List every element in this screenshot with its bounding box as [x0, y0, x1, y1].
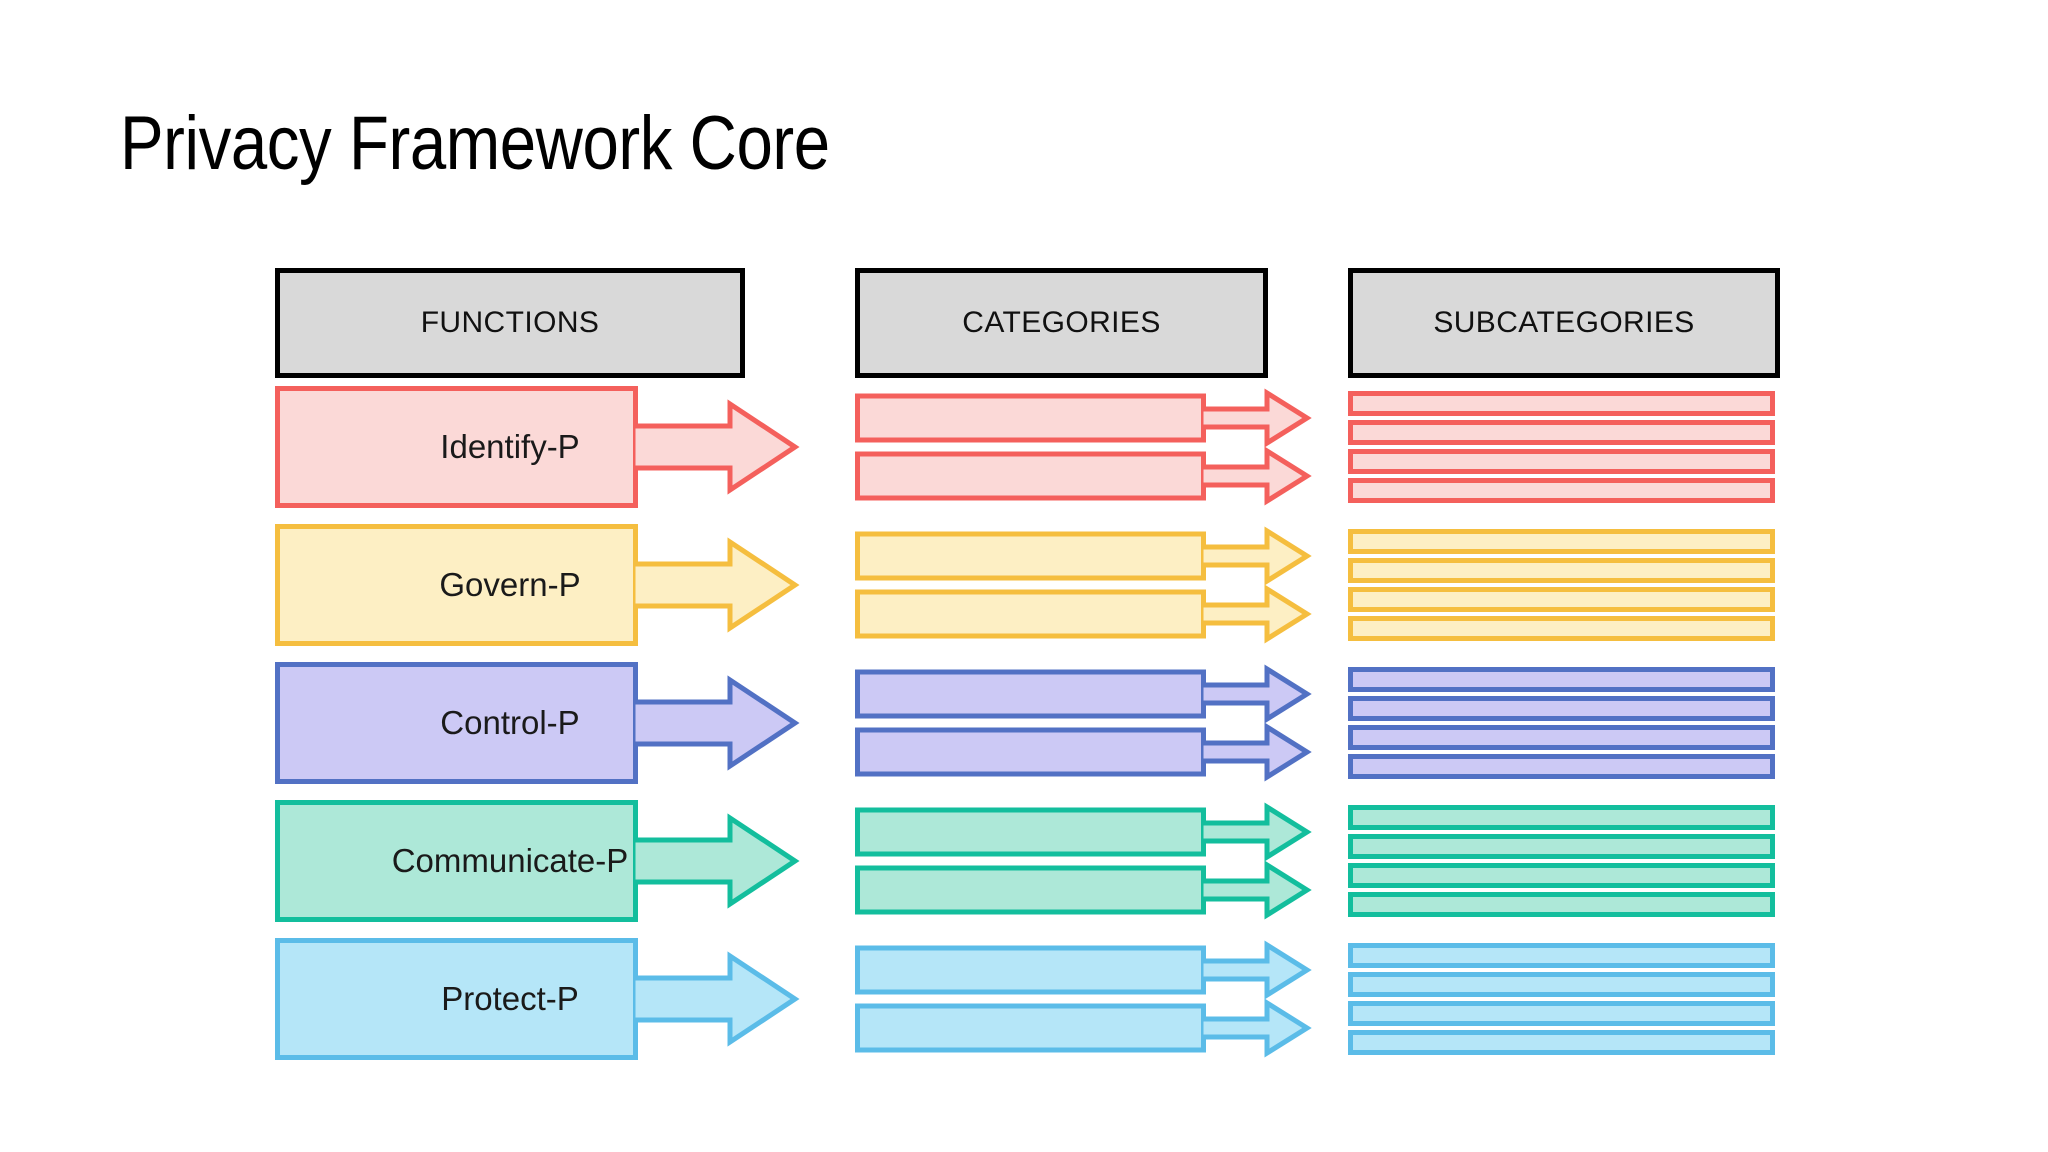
function-box-identify-p[interactable] — [275, 386, 638, 508]
function-arrow-govern-p — [635, 537, 800, 633]
category-group-identify-p — [855, 388, 1312, 506]
function-block-control-p — [275, 662, 800, 784]
function-row-protect-p: Protect-P — [0, 938, 2048, 1060]
subcategory-group-protect-p — [1348, 943, 1775, 1055]
function-row-communicate-p: Communicate-P — [0, 800, 2048, 922]
subcategory-bar[interactable] — [1348, 754, 1775, 779]
function-box-communicate-p[interactable] — [275, 800, 638, 922]
function-row-govern-p: Govern-P — [0, 524, 2048, 646]
subcategory-bar[interactable] — [1348, 892, 1775, 917]
category-group-control-p — [855, 664, 1312, 782]
subcategory-bar[interactable] — [1348, 943, 1775, 968]
subcategory-bar[interactable] — [1348, 834, 1775, 859]
subcategory-bar[interactable] — [1348, 1030, 1775, 1055]
subcategory-bar[interactable] — [1348, 616, 1775, 641]
category-bar[interactable] — [855, 393, 1206, 443]
subcategory-bar[interactable] — [1348, 558, 1775, 583]
column-header-categories-label: CATEGORIES — [962, 306, 1161, 339]
function-block-govern-p — [275, 524, 800, 646]
subcategory-bar[interactable] — [1348, 972, 1775, 997]
page-title: Privacy Framework Core — [120, 101, 830, 186]
subcategory-bar[interactable] — [1348, 478, 1775, 503]
category-arrow — [1203, 722, 1312, 782]
subcategory-group-control-p — [1348, 667, 1775, 779]
column-header-subcategories: SUBCATEGORIES — [1348, 268, 1780, 378]
category-bar[interactable] — [855, 945, 1206, 995]
function-arrow-control-p — [635, 675, 800, 771]
category-arrow — [1203, 446, 1312, 506]
category-arrow — [1203, 584, 1312, 644]
category-arrow — [1203, 526, 1312, 586]
function-arrow-protect-p — [635, 951, 800, 1047]
category-group-govern-p — [855, 526, 1312, 644]
subcategory-bar[interactable] — [1348, 863, 1775, 888]
subcategory-bar[interactable] — [1348, 449, 1775, 474]
column-header-functions: FUNCTIONS — [275, 268, 745, 378]
subcategory-bar[interactable] — [1348, 529, 1775, 554]
function-row-control-p: Control-P — [0, 662, 2048, 784]
subcategory-group-govern-p — [1348, 529, 1775, 641]
column-header-categories: CATEGORIES — [855, 268, 1268, 378]
category-group-protect-p — [855, 940, 1312, 1058]
function-box-govern-p[interactable] — [275, 524, 638, 646]
category-group-communicate-p — [855, 802, 1312, 920]
subcategory-bar[interactable] — [1348, 805, 1775, 830]
subcategory-bar[interactable] — [1348, 587, 1775, 612]
category-arrow — [1203, 388, 1312, 448]
category-bar[interactable] — [855, 589, 1206, 639]
function-box-control-p[interactable] — [275, 662, 638, 784]
category-bar[interactable] — [855, 669, 1206, 719]
subcategory-bar[interactable] — [1348, 667, 1775, 692]
category-bar[interactable] — [855, 807, 1206, 857]
subcategory-bar[interactable] — [1348, 1001, 1775, 1026]
category-bar[interactable] — [855, 451, 1206, 501]
category-arrow — [1203, 664, 1312, 724]
column-header-subcategories-label: SUBCATEGORIES — [1433, 306, 1695, 339]
category-bar[interactable] — [855, 865, 1206, 915]
function-box-protect-p[interactable] — [275, 938, 638, 1060]
function-arrow-identify-p — [635, 399, 800, 495]
subcategory-bar[interactable] — [1348, 725, 1775, 750]
subcategory-bar[interactable] — [1348, 420, 1775, 445]
subcategory-bar[interactable] — [1348, 391, 1775, 416]
category-arrow — [1203, 802, 1312, 862]
category-arrow — [1203, 940, 1312, 1000]
function-block-identify-p — [275, 386, 800, 508]
function-row-identify-p: Identify-P — [0, 386, 2048, 508]
function-arrow-communicate-p — [635, 813, 800, 909]
subcategory-bar[interactable] — [1348, 696, 1775, 721]
category-bar[interactable] — [855, 727, 1206, 777]
subcategory-group-communicate-p — [1348, 805, 1775, 917]
column-header-functions-label: FUNCTIONS — [420, 306, 600, 339]
category-arrow — [1203, 998, 1312, 1058]
category-bar[interactable] — [855, 1003, 1206, 1053]
category-bar[interactable] — [855, 531, 1206, 581]
function-block-protect-p — [275, 938, 800, 1060]
subcategory-group-identify-p — [1348, 391, 1775, 503]
function-block-communicate-p — [275, 800, 800, 922]
category-arrow — [1203, 860, 1312, 920]
